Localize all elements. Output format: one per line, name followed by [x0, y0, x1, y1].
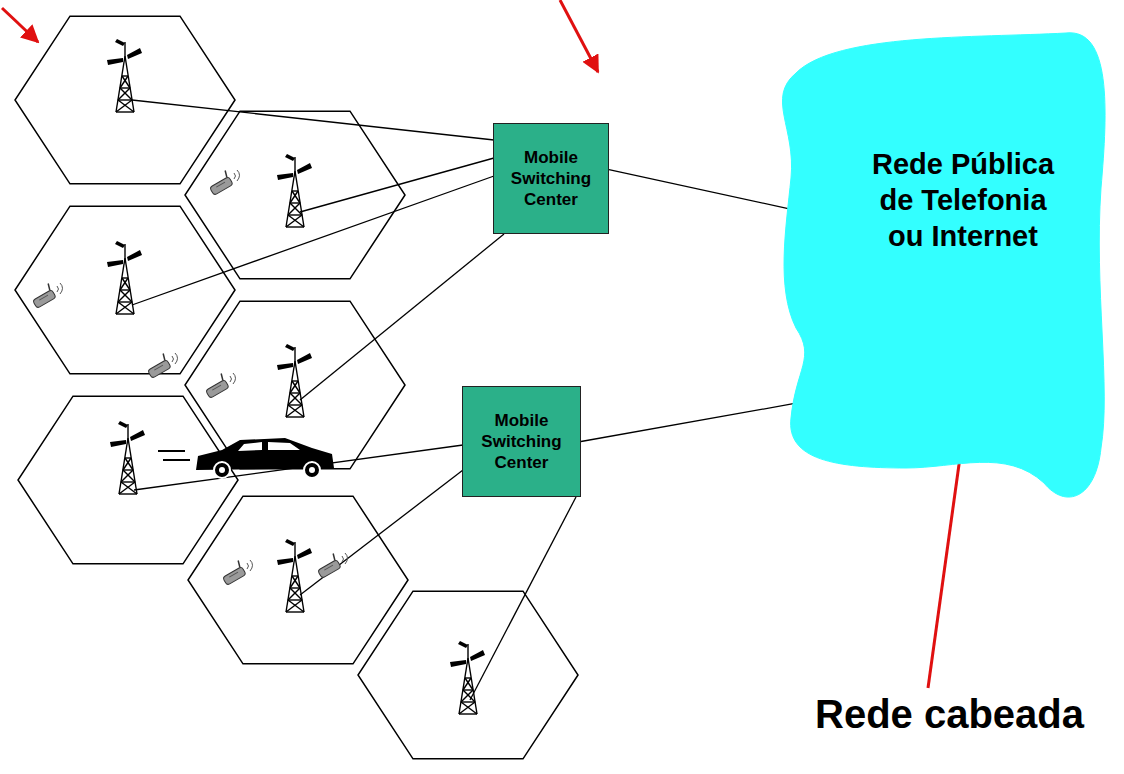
antenna-tower: [277, 154, 312, 227]
node-label: Mobile Switching Center: [494, 143, 608, 215]
pointer-arrow: [2, 8, 38, 42]
backhaul-wire: [300, 234, 504, 400]
backhaul-wire: [300, 158, 494, 212]
cell-hexagon: [15, 206, 235, 374]
backhaul-wire: [132, 100, 494, 140]
network-link: [609, 170, 793, 210]
switching-center-box: Mobile Switching Center: [493, 123, 609, 234]
backhaul-wire: [300, 470, 463, 595]
mobile-phone: [29, 283, 62, 308]
cell-hexagon: [15, 16, 235, 184]
pointer-arrow: [560, 0, 598, 72]
mobile-phone: [202, 373, 235, 398]
car-icon: [158, 438, 334, 478]
antenna-tower: [277, 539, 312, 612]
antenna-tower: [450, 641, 485, 714]
cell-hexagon: [358, 591, 578, 759]
node-label: Mobile Switching Center: [463, 406, 580, 478]
node-label: Rede Pública de Telefonia ou Internet: [861, 146, 1066, 255]
antenna-tower: [107, 241, 142, 314]
mobile-phone: [219, 560, 252, 585]
mobile-phone: [144, 353, 177, 378]
antenna-tower: [277, 344, 312, 417]
cloud-outline: [776, 28, 1110, 506]
antenna-tower: [107, 39, 142, 112]
callout-label: Rede cabeada: [815, 692, 1084, 737]
cell-hexagon: [185, 111, 405, 279]
mobile-phone: [206, 170, 239, 195]
backhaul-wire: [470, 497, 576, 700]
callout-text: Rede cabeada: [815, 692, 1084, 736]
antenna-tower: [110, 421, 145, 494]
network-cloud: Rede Pública de Telefonia ou Internet: [776, 28, 1110, 506]
mobile-phone: [314, 553, 347, 578]
cell-hexagon: [188, 496, 408, 664]
network-link: [581, 403, 796, 441]
switching-center-box: Mobile Switching Center: [462, 386, 581, 497]
